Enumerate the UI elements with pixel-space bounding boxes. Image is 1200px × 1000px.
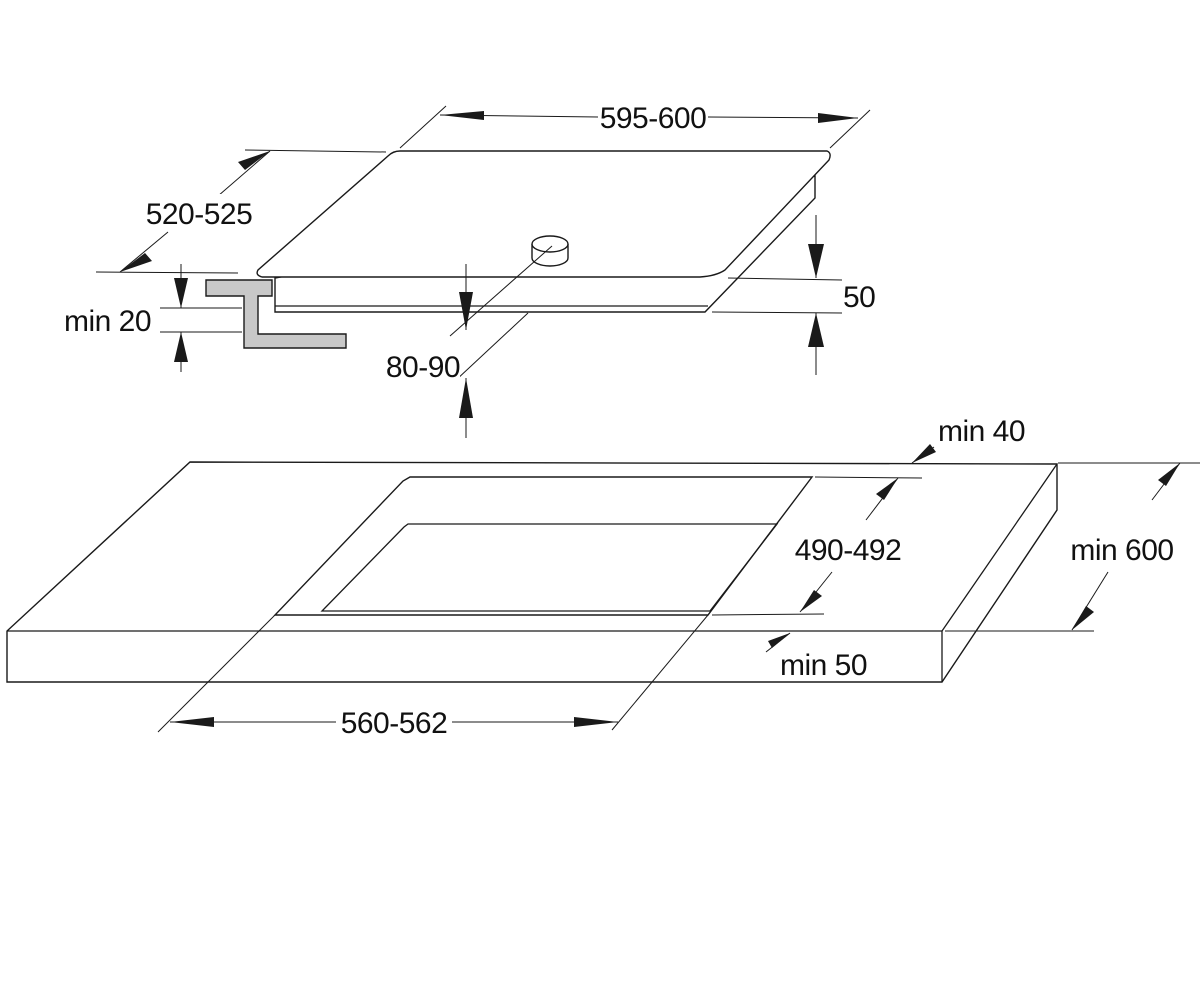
label-min-rear-edge: min 40 xyxy=(938,415,1025,448)
dim-min-clearance xyxy=(160,264,242,372)
dim-cutout-depth xyxy=(711,476,923,616)
dim-hob-width xyxy=(399,105,871,149)
worktop-cutout xyxy=(273,476,814,616)
label-worktop-depth: min 600 xyxy=(1070,534,1173,567)
dim-min-rear-edge xyxy=(911,444,1200,464)
label-min-front-edge: min 50 xyxy=(780,649,867,682)
connector-knob xyxy=(531,235,569,267)
worktop xyxy=(6,461,1058,683)
label-cutout-depth-below: 80-90 xyxy=(386,351,460,384)
dim-cutout-depth-below xyxy=(449,245,553,438)
label-hob-width: 595-600 xyxy=(600,102,707,135)
dim-min-front-edge xyxy=(765,632,791,653)
hob-unit xyxy=(256,150,831,313)
mounting-bracket xyxy=(205,279,347,349)
label-min-clearance: min 20 xyxy=(64,305,151,338)
label-hob-height: 50 xyxy=(843,281,875,314)
dim-cutout-width xyxy=(157,614,709,733)
dim-hob-depth xyxy=(95,149,387,274)
label-cutout-depth: 490-492 xyxy=(795,534,902,567)
label-hob-depth: 520-525 xyxy=(146,198,253,231)
dim-worktop-depth xyxy=(945,462,1181,632)
label-cutout-width: 560-562 xyxy=(341,707,448,740)
dim-hob-height xyxy=(711,215,843,375)
